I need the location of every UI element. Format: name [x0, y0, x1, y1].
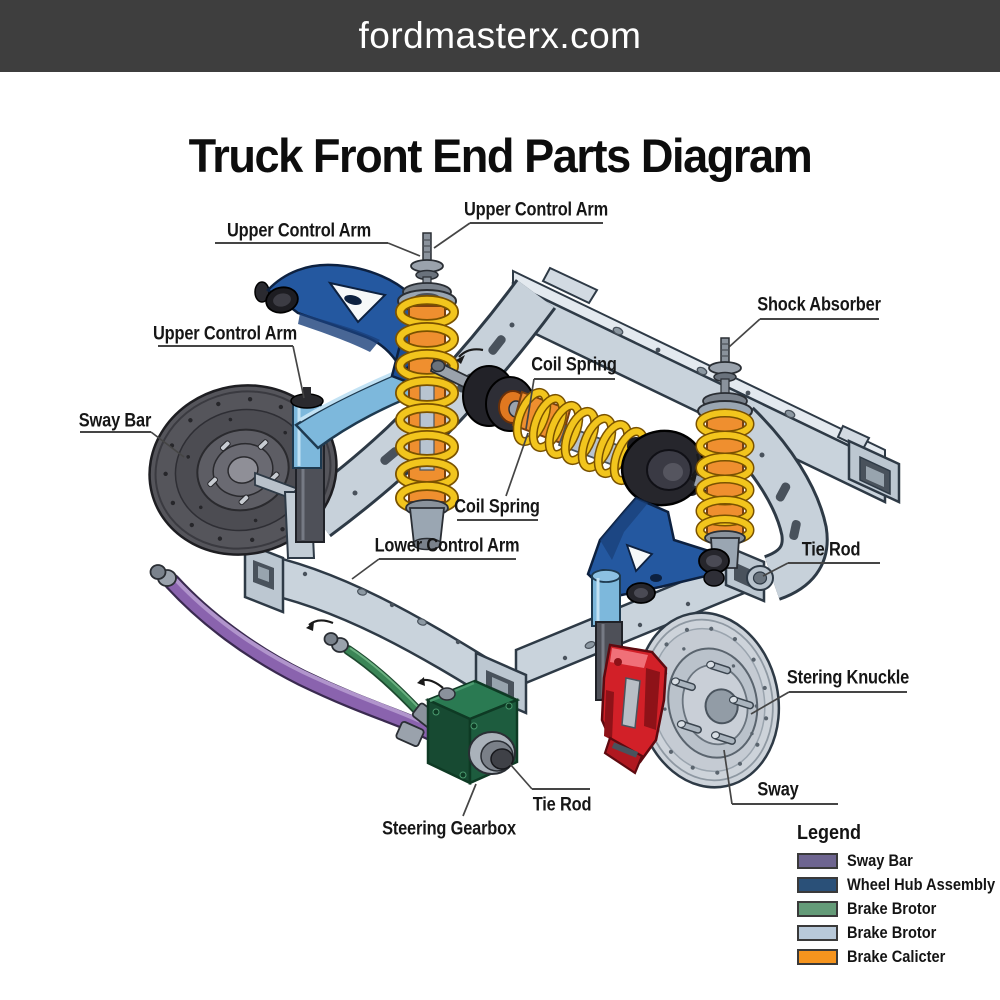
label-lower-control-arm: Lower Control Arm — [374, 534, 520, 557]
legend-label-wheel-hub-assembly: Wheel Hub Assembly — [847, 875, 996, 894]
label-coil-spring-upper: Coil Spring — [531, 353, 617, 376]
brake-caliper — [600, 643, 668, 775]
label-stering-knuckle: Stering Knuckle — [786, 666, 910, 689]
label-sway-bar: Sway Bar — [78, 409, 152, 432]
coilover-left — [395, 232, 459, 551]
rotation-arrow-draglink — [306, 619, 444, 689]
site-header: fordmasterx.com — [0, 0, 1000, 72]
legend-swatch-brake-calicter — [797, 949, 838, 965]
legend-swatch-sway-bar — [797, 853, 838, 869]
lower-control-arm-right — [586, 496, 730, 701]
steering-gearbox-box — [424, 679, 521, 785]
legend-row-brake-brotor-blue: Brake Brotor — [797, 923, 1000, 942]
shock-absorber-right — [695, 337, 755, 569]
label-upper-control-arm-top: Upper Control Arm — [464, 198, 608, 221]
legend-swatch-brake-brotor-blue — [797, 925, 838, 941]
page-title: Truck Front End Parts Diagram — [188, 129, 813, 183]
legend-row-brake-calicter: Brake Calicter — [797, 947, 1000, 966]
legend-swatch-brake-brotor-green — [797, 901, 838, 917]
label-steering-gearbox: Steering Gearbox — [382, 817, 516, 840]
label-tie-rod-bottom: Tie Rod — [532, 793, 592, 816]
legend: Legend Sway Bar Wheel Hub Assembly Brake… — [797, 822, 1000, 972]
frame-rail-rear — [511, 266, 901, 504]
legend-label-brake-calicter: Brake Calicter — [847, 947, 946, 966]
label-leader-lines — [80, 222, 907, 817]
wheel-hub-center — [620, 429, 747, 507]
coil-spring-center — [462, 365, 649, 486]
legend-heading: Legend — [797, 822, 862, 844]
label-tie-rod-right: Tie Rod — [801, 538, 861, 561]
label-coil-spring-lower: Coil Spring — [454, 495, 540, 518]
legend-label-brake-brotor-green: Brake Brotor — [847, 899, 937, 918]
label-upper-control-arm-left: Upper Control Arm — [227, 219, 371, 242]
wheel-studs-left — [207, 439, 280, 506]
label-sway: Sway — [757, 778, 799, 801]
wheel-studs-right — [670, 660, 755, 745]
site-name: fordmasterx.com — [358, 15, 642, 56]
legend-label-brake-brotor-blue: Brake Brotor — [847, 923, 937, 942]
label-upper-control-arm-lower: Upper Control Arm — [153, 322, 297, 345]
legend-row-sway-bar: Sway Bar — [797, 851, 1000, 870]
rotation-arrow-upper — [456, 348, 484, 364]
legend-row-brake-brotor-green: Brake Brotor — [797, 899, 1000, 918]
frame-arch-right — [720, 406, 829, 601]
legend-swatch-wheel-hub-assembly — [797, 877, 838, 893]
tie-rod-end-ring — [746, 565, 774, 591]
legend-row-wheel-hub-assembly: Wheel Hub Assembly — [797, 875, 1000, 894]
legend-label-sway-bar: Sway Bar — [847, 851, 913, 870]
brake-rotor-right — [635, 611, 781, 789]
label-shock-absorber: Shock Absorber — [757, 293, 881, 316]
